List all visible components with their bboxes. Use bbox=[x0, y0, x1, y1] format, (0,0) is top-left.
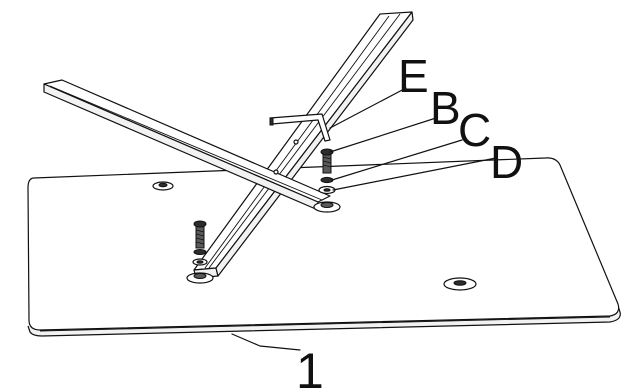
label-1: 1 bbox=[296, 343, 324, 392]
screw-left bbox=[193, 220, 207, 249]
screw-b bbox=[320, 148, 334, 174]
leg-foot-washer-left bbox=[186, 249, 214, 284]
base-leg-short bbox=[43, 79, 331, 211]
base-leg-long bbox=[193, 11, 414, 279]
leader-lines bbox=[231, 87, 497, 351]
label-e: E bbox=[398, 50, 429, 102]
leg-foot-washer-center bbox=[313, 201, 341, 213]
label-b: B bbox=[430, 82, 461, 134]
label-d: D bbox=[490, 136, 523, 188]
allen-key-e bbox=[269, 113, 331, 142]
rubber-pad-right bbox=[443, 277, 477, 291]
spring-washer-c bbox=[320, 176, 334, 184]
rubber-pad-left bbox=[152, 181, 174, 191]
label-c: C bbox=[458, 104, 491, 156]
tabletop-plate bbox=[27, 157, 621, 337]
